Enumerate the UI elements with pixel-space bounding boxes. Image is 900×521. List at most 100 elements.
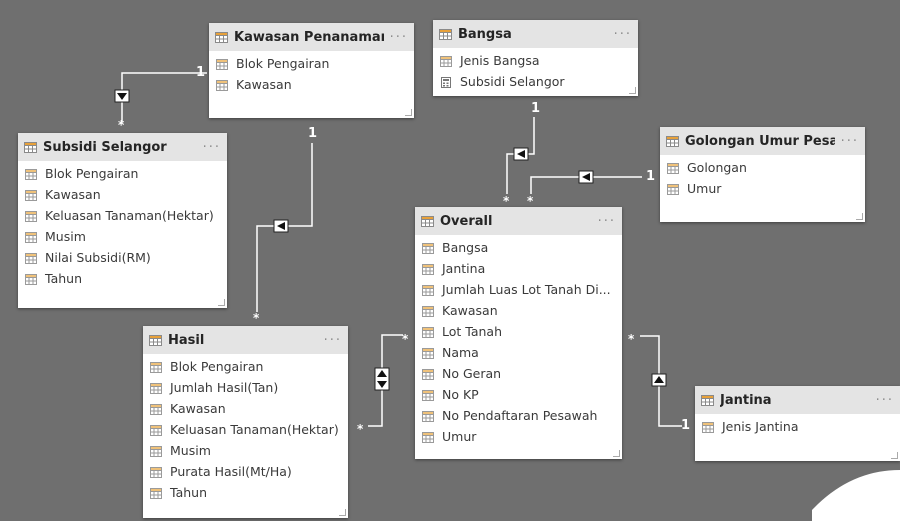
field-row[interactable]: Bangsa: [415, 237, 622, 258]
field-row[interactable]: Blok Pengairan: [143, 356, 348, 377]
more-options-icon[interactable]: ···: [323, 332, 342, 348]
table-name: Subsidi Selangor: [43, 139, 167, 155]
field-label: Kawasan: [442, 303, 498, 318]
rel-line-bangsa-overall: [506, 117, 535, 194]
column-icon: [25, 189, 37, 201]
field-row[interactable]: No Geran: [415, 363, 622, 384]
table-header[interactable]: Golongan Umur Pesa... ···: [660, 127, 865, 155]
resize-handle[interactable]: [613, 450, 620, 457]
field-label: Jenis Jantina: [722, 419, 799, 434]
field-label: Bangsa: [442, 240, 489, 255]
resize-handle[interactable]: [339, 509, 346, 516]
field-row[interactable]: Purata Hasil(Mt/Ha): [143, 461, 348, 482]
column-icon: [150, 424, 162, 436]
rel-line-kawasan-subsidi: [121, 72, 207, 122]
field-label: No KP: [442, 387, 479, 402]
table-card-jantina[interactable]: Jantina··· Jenis Jantina: [695, 386, 900, 461]
column-icon: [440, 55, 452, 67]
measure-icon: [440, 76, 452, 88]
field-row[interactable]: Jenis Jantina: [695, 416, 900, 437]
field-row[interactable]: Golongan: [660, 157, 865, 178]
rel-line-overall-hasil: [368, 334, 403, 427]
field-row[interactable]: Kawasan: [18, 184, 227, 205]
cardinality-many-label: *: [118, 118, 125, 132]
table-name: Bangsa: [458, 26, 512, 42]
field-row[interactable]: No KP: [415, 384, 622, 405]
resize-handle[interactable]: [856, 213, 863, 220]
more-options-icon[interactable]: ···: [840, 133, 859, 149]
more-options-icon[interactable]: ···: [202, 139, 221, 155]
table-header[interactable]: Jantina···: [695, 386, 900, 414]
field-row[interactable]: Jantina: [415, 258, 622, 279]
field-row[interactable]: Nilai Subsidi(RM): [18, 247, 227, 268]
column-icon: [150, 466, 162, 478]
column-icon: [422, 347, 434, 359]
field-row[interactable]: Jumlah Luas Lot Tanah Di...: [415, 279, 622, 300]
field-label: Purata Hasil(Mt/Ha): [170, 464, 292, 479]
cardinality-many-label: *: [503, 194, 510, 208]
field-row[interactable]: No Pendaftaran Pesawah: [415, 405, 622, 426]
field-row[interactable]: Musim: [18, 226, 227, 247]
column-icon: [150, 403, 162, 415]
field-row[interactable]: Keluasan Tanaman(Hektar): [18, 205, 227, 226]
field-label: Tahun: [45, 271, 82, 286]
column-icon: [702, 421, 714, 433]
field-row[interactable]: Kawasan: [209, 74, 414, 95]
field-row[interactable]: Kawasan: [415, 300, 622, 321]
field-row[interactable]: Kawasan: [143, 398, 348, 419]
table-header[interactable]: Bangsa ···: [433, 20, 638, 48]
field-row[interactable]: Keluasan Tanaman(Hektar): [143, 419, 348, 440]
table-icon: [24, 141, 37, 153]
field-row[interactable]: Umur: [415, 426, 622, 447]
field-label: Blok Pengairan: [236, 56, 330, 71]
table-header[interactable]: Subsidi Selangor ···: [18, 133, 227, 161]
cardinality-many-label: *: [527, 194, 534, 208]
column-icon: [25, 252, 37, 264]
table-icon: [701, 394, 714, 406]
table-name: Golongan Umur Pesa...: [685, 133, 835, 149]
field-row[interactable]: Musim: [143, 440, 348, 461]
field-label: No Geran: [442, 366, 502, 381]
field-row[interactable]: Jumlah Hasil(Tan): [143, 377, 348, 398]
resize-handle[interactable]: [218, 299, 225, 306]
more-options-icon[interactable]: ···: [613, 26, 632, 42]
table-header[interactable]: Hasil···: [143, 326, 348, 354]
field-row[interactable]: Tahun: [18, 268, 227, 289]
field-label: Kawasan: [170, 401, 226, 416]
more-options-icon[interactable]: ···: [597, 213, 616, 229]
cardinality-many-label: *: [357, 422, 364, 436]
column-icon: [422, 389, 434, 401]
resize-handle[interactable]: [891, 452, 898, 459]
table-header[interactable]: Kawasan Penanaman ···: [209, 23, 414, 51]
column-icon: [667, 183, 679, 195]
field-row[interactable]: Jenis Bangsa: [433, 50, 638, 71]
table-icon: [215, 31, 228, 43]
table-header[interactable]: Overall···: [415, 207, 622, 235]
field-row[interactable]: Blok Pengairan: [209, 53, 414, 74]
field-row[interactable]: Subsidi Selangor: [433, 71, 638, 92]
field-label: Umur: [442, 429, 477, 444]
column-icon: [667, 162, 679, 174]
cardinality-many-label: *: [253, 311, 260, 325]
table-name: Kawasan Penanaman: [234, 29, 384, 45]
column-icon: [422, 263, 434, 275]
column-icon: [25, 231, 37, 243]
more-options-icon[interactable]: ···: [875, 392, 894, 408]
field-row[interactable]: Tahun: [143, 482, 348, 503]
field-row[interactable]: Lot Tanah: [415, 321, 622, 342]
field-row[interactable]: Nama: [415, 342, 622, 363]
cardinality-one-label: 1: [681, 418, 691, 433]
field-row[interactable]: Blok Pengairan: [18, 163, 227, 184]
field-row[interactable]: Umur: [660, 178, 865, 199]
resize-handle[interactable]: [629, 87, 636, 94]
more-options-icon[interactable]: ···: [389, 29, 408, 45]
resize-handle[interactable]: [405, 109, 412, 116]
table-icon: [421, 215, 434, 227]
